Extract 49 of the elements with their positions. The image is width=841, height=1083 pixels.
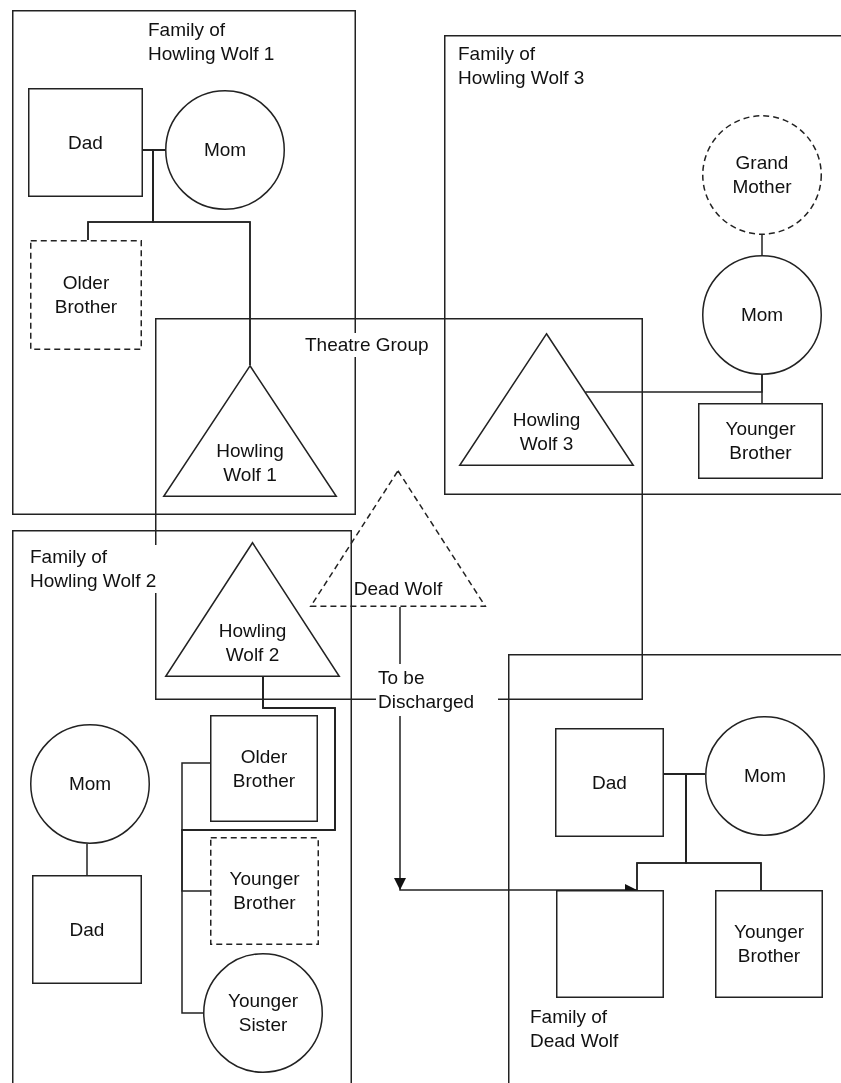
wolf-triangle [165,542,340,677]
frame-heading: Family of Dead Wolf [530,1005,620,1053]
person-label: Younger Brother [724,417,797,465]
person-box [210,837,319,945]
person-circle [165,90,285,210]
person-label: Grand Mother [731,151,793,199]
kinship-line [685,773,762,891]
person-box [698,403,823,479]
person-circle [30,724,150,844]
wolf-triangle [459,333,634,466]
person-label: Mom [743,764,787,788]
person-box [30,240,142,350]
person-label: Mom [68,772,112,796]
person-box [555,728,664,837]
kinship-line [761,234,763,256]
person-label: Younger Sister [226,989,300,1037]
person-circle [705,716,825,836]
person-circle [702,255,822,375]
wolf-triangle [163,365,337,497]
person-box [210,715,318,822]
person-label: Dead Wolf [353,577,443,601]
person-label: Mom [203,138,247,162]
person-label: Older Brother [53,271,119,319]
person-label: Howling Wolf 2 [217,619,288,667]
frame-heading: Family of Howling Wolf 3 [458,42,586,90]
person-label: Older Brother [231,744,297,793]
person-box [715,890,823,998]
family-frame [444,35,841,495]
person-label: Howling Wolf 1 [215,439,285,487]
person-label: Mom [740,303,784,327]
family-frame [12,530,352,1083]
person-circle [203,953,323,1073]
person-circle [702,115,822,235]
person-label: Younger Brother [228,867,301,915]
edge-label: To be Discharged [376,664,498,716]
person-label: Dad [69,917,105,942]
frame-heading: Family of Howling Wolf 1 [148,18,276,66]
arrow [394,606,638,891]
person-box [32,875,142,984]
person-label: Younger Brother [732,920,806,968]
person-label: Howling Wolf 3 [511,408,582,456]
kinship-line [86,843,88,876]
person-label: Dad [68,130,103,155]
person-box [28,88,143,197]
kinship-line [181,676,336,1014]
family-frame [508,654,841,1083]
wolf-triangle [310,470,486,607]
person-label: Dad [592,770,627,795]
empty-person-box [556,890,664,998]
